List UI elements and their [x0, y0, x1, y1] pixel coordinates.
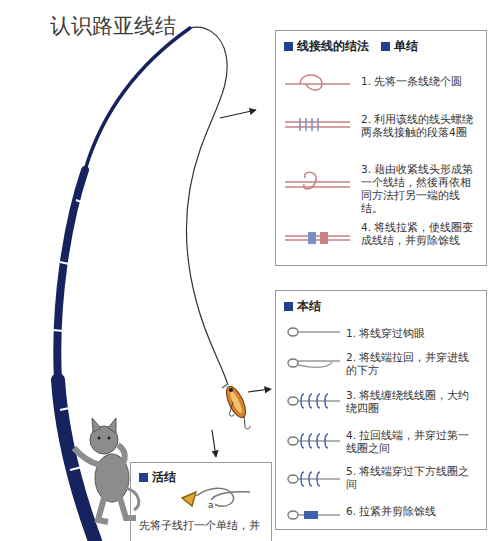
step-text: 6. 拉紧并剪除馀线	[346, 505, 480, 518]
part-label: a	[207, 500, 215, 510]
knot-sketches	[182, 488, 250, 506]
lure	[222, 384, 250, 429]
step-text: 3. 藉由收紧线头形成第一个线结，然後再依相同方法打另一端的线结。	[361, 163, 481, 216]
step-text: 1. 先将一条线绕个圆	[361, 75, 481, 88]
step-text: 4. 拉回线端，并穿过第一线圈之间	[346, 429, 480, 455]
panel-heading: 活结	[139, 470, 176, 485]
pointer-arrow	[220, 110, 256, 118]
knot-sketches	[285, 75, 350, 244]
rod-guides	[53, 200, 86, 470]
cat-figure	[74, 418, 139, 522]
pointer-arrow	[248, 389, 271, 392]
step-text: 5. 将线端穿过下方线圈之间	[346, 465, 480, 491]
panel-heading: 本结	[284, 299, 321, 314]
knot-sketches	[288, 328, 340, 519]
step-text: 1. 将线穿过钩眼	[346, 327, 480, 340]
page-title: 认识路亚线结	[50, 12, 176, 40]
step-text: 2. 利用该线的线头螺绕两条线接触的段落4圈	[361, 113, 481, 139]
step-text: 4. 将线拉紧，使线圈变成线结，并剪除馀线	[361, 221, 481, 247]
step-text: 2. 将线端拉回，并穿进线的下方	[346, 351, 480, 377]
rod-tip	[85, 28, 190, 170]
knot-panel: 线接线的结法单结 1. 先将一条线绕个圆 2. 利用该线的线头螺绕两条线接触的段落4…	[275, 30, 487, 266]
rod-middle	[57, 170, 85, 380]
knot-panel: 本结 1. 将线穿过钩眼 2. 将线端拉回，并穿进线的下方 3. 将线缠绕线线圈，大约…	[275, 290, 487, 530]
step-text: 先将子线打一个单结，并	[139, 519, 269, 532]
step-text: 3. 将线缠绕线线圈，大约绕四圈	[346, 389, 480, 415]
panel-heading: 单结	[381, 39, 418, 54]
panel-heading: 线接线的结法	[284, 39, 369, 54]
fishing-line	[186, 27, 228, 385]
knot-panel: 活结先将子线打一个单结，并	[130, 462, 272, 541]
pointer-arrow	[212, 430, 216, 457]
